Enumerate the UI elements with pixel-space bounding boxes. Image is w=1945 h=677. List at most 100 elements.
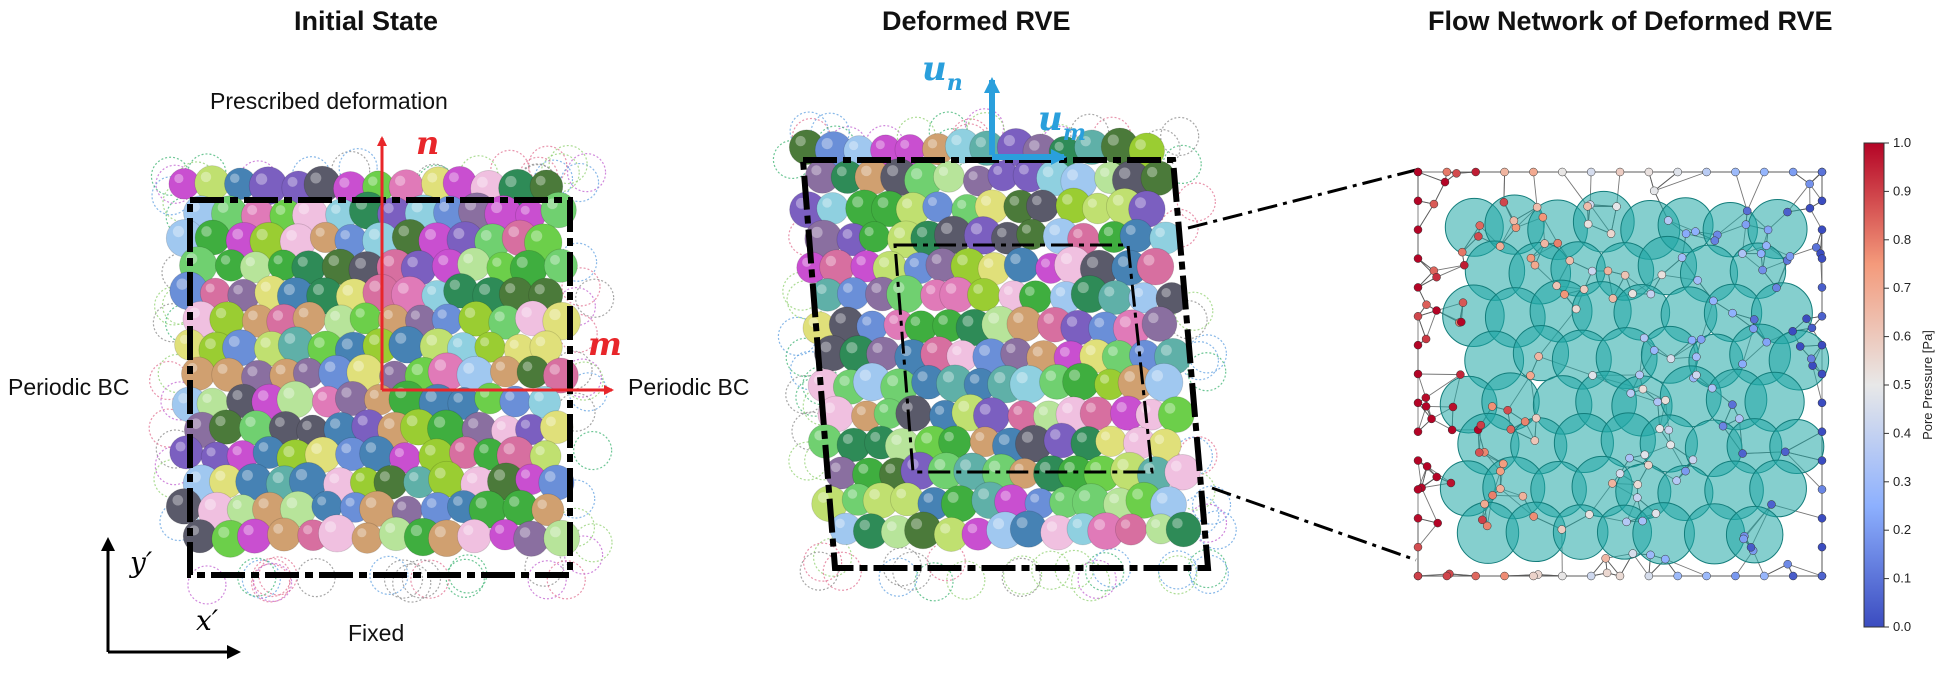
deformed-particle-highlight: [1001, 491, 1011, 501]
deformed-particle-highlight: [923, 493, 933, 503]
flow-network-edge: [1437, 265, 1465, 277]
deformed-particle-highlight: [1067, 169, 1078, 180]
u-n-label: un: [922, 49, 963, 96]
pore-node: [1818, 370, 1826, 378]
initial-particle-highlight: [248, 310, 258, 320]
initial-particle-highlight: [395, 333, 406, 344]
initial-particle-highlight: [535, 284, 545, 294]
pore-node: [1731, 168, 1739, 176]
initial-particle-highlight: [411, 310, 420, 319]
deformed-particle: [1158, 397, 1194, 433]
initial-particle-highlight: [247, 366, 257, 376]
pore-node: [1414, 312, 1422, 320]
colorbar-tick-label: 0.8: [1893, 232, 1911, 247]
deformed-particle-highlight: [1006, 344, 1015, 353]
deformed-particle: [933, 161, 964, 192]
initial-particle-highlight: [450, 280, 460, 290]
initial-particle-highlight: [409, 472, 418, 481]
deformed-particle-highlight: [887, 375, 898, 386]
initial-particle: [181, 357, 214, 390]
deformed-particle-highlight: [1088, 199, 1097, 208]
pore-node: [1650, 187, 1658, 195]
initial-particle-highlight: [465, 308, 475, 318]
pore-node: [1818, 341, 1826, 349]
pore-node: [1636, 371, 1644, 379]
pore-node: [1414, 457, 1422, 465]
pore-node: [1422, 301, 1430, 309]
initial-particle-highlight: [435, 526, 446, 537]
deformed-particle-highlight: [917, 227, 927, 237]
deformed-particle-highlight: [1100, 168, 1109, 177]
pore-node: [1629, 290, 1637, 298]
pore-node: [1572, 305, 1580, 313]
deformed-particle-highlight: [1073, 519, 1083, 529]
deformed-particle-highlight: [939, 167, 948, 176]
colorbar-tick-label: 0.1: [1893, 571, 1911, 586]
initial-particle-highlight: [273, 472, 284, 483]
initial-particle-highlight: [299, 204, 310, 215]
initial-particle-highlight: [481, 230, 492, 241]
initial-particle-highlight: [296, 469, 307, 480]
pore-node: [1674, 168, 1682, 176]
pore-node: [1639, 517, 1647, 525]
pore-node: [1541, 240, 1549, 248]
deformed-particle-highlight: [1143, 255, 1154, 266]
pore-node: [1673, 477, 1681, 485]
deformed-particle-highlight: [1029, 140, 1040, 151]
pore-node: [1458, 248, 1466, 256]
pore-node: [1519, 492, 1527, 500]
initial-particle-highlight: [202, 394, 211, 403]
initial-particle-highlight: [536, 176, 546, 186]
pore-node: [1688, 336, 1696, 344]
initial-particle-highlight: [510, 340, 519, 349]
deformed-particle-highlight: [968, 524, 978, 534]
deformed-particle-highlight: [1032, 196, 1042, 206]
initial-particle-highlight: [425, 445, 436, 456]
pore-node: [1728, 401, 1736, 409]
pore-node: [1433, 307, 1441, 315]
initial-particle-highlight: [288, 177, 298, 187]
deformed-particle-highlight: [1047, 521, 1057, 531]
deformed-particle-highlight: [1116, 402, 1126, 412]
deformed-particle-highlight: [1033, 346, 1043, 356]
deformed-particle-highlight: [824, 402, 835, 413]
deformed-particle-highlight: [1094, 318, 1104, 328]
pore-node: [1783, 208, 1791, 216]
pore-node: [1532, 414, 1540, 422]
deformed-particle-highlight: [861, 166, 872, 177]
deformed-particle-highlight: [1043, 167, 1054, 178]
pore-node: [1533, 203, 1541, 211]
deformed-particle: [859, 222, 890, 253]
initial-particle-highlight: [283, 446, 294, 457]
pore-node: [1414, 399, 1422, 407]
initial-particle-highlight: [341, 443, 351, 453]
deformed-rve-title: Deformed RVE: [882, 6, 1071, 37]
prescribed-deformation-label: Prescribed deformation: [210, 88, 448, 115]
pore-node: [1622, 518, 1630, 526]
deformed-particle-highlight: [994, 372, 1005, 383]
pore-node: [1639, 385, 1647, 393]
flow-network-edge: [1418, 523, 1438, 547]
deformed-particle-highlight: [938, 315, 948, 325]
deformed-particle-highlight: [1050, 429, 1060, 439]
pore-node: [1747, 543, 1755, 551]
pore-node: [1759, 266, 1767, 274]
initial-particle-highlight: [232, 446, 241, 455]
zoom-connector-bottom: [1212, 488, 1416, 560]
initial-particle-highlight: [358, 415, 368, 425]
colorbar-tick-label: 0.7: [1893, 280, 1911, 295]
initial-particle-highlight: [505, 176, 516, 187]
pore-node: [1647, 290, 1655, 298]
pore-node: [1530, 512, 1538, 520]
initial-particle: [457, 519, 491, 553]
deformed-particle-highlight: [837, 166, 847, 176]
initial-particle-highlight: [246, 257, 255, 266]
pore-node: [1667, 441, 1675, 449]
pore-node: [1558, 525, 1566, 533]
initial-particle-highlight: [384, 310, 393, 319]
y-prime-axis-label: y′: [128, 546, 153, 579]
deformed-particle-highlight: [975, 432, 984, 441]
pore-node: [1539, 213, 1547, 221]
initial-particle-highlight: [229, 336, 240, 347]
pore-node: [1640, 334, 1648, 342]
